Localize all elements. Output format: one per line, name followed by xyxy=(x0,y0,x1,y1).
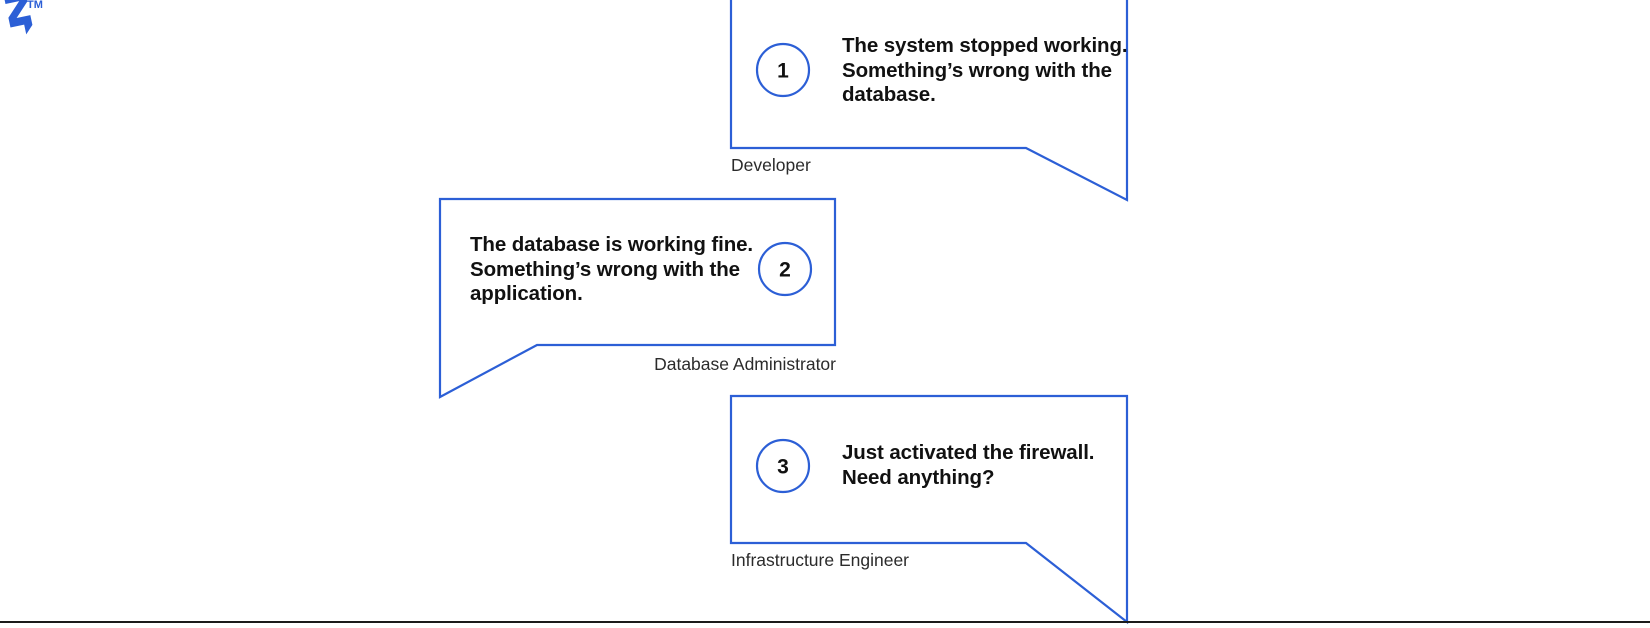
bubble-3-number: 3 xyxy=(777,456,789,479)
bubble-1-caption: Developer xyxy=(731,155,811,175)
bubble-3-outline xyxy=(729,394,1129,625)
footer-divider xyxy=(0,621,1650,623)
zabbix-logo-icon xyxy=(3,0,33,35)
bubble-3-message: Just activated the firewall. Need anythi… xyxy=(842,441,1095,489)
bubble-3-caption: Infrastructure Engineer xyxy=(731,550,910,570)
bubble-3-number-circle xyxy=(755,438,811,494)
bubble-1-message: The system stopped working. Something’s … xyxy=(842,34,1128,106)
bubble-2-caption: Database Administrator xyxy=(654,354,836,374)
bubble-2-message: The database is working fine. Something’… xyxy=(470,233,754,305)
bubble-1-number: 1 xyxy=(777,60,789,83)
bubble-1-number-circle xyxy=(755,42,811,98)
bubble-2-number: 2 xyxy=(779,259,791,282)
trademark-symbol: TM xyxy=(27,0,43,11)
